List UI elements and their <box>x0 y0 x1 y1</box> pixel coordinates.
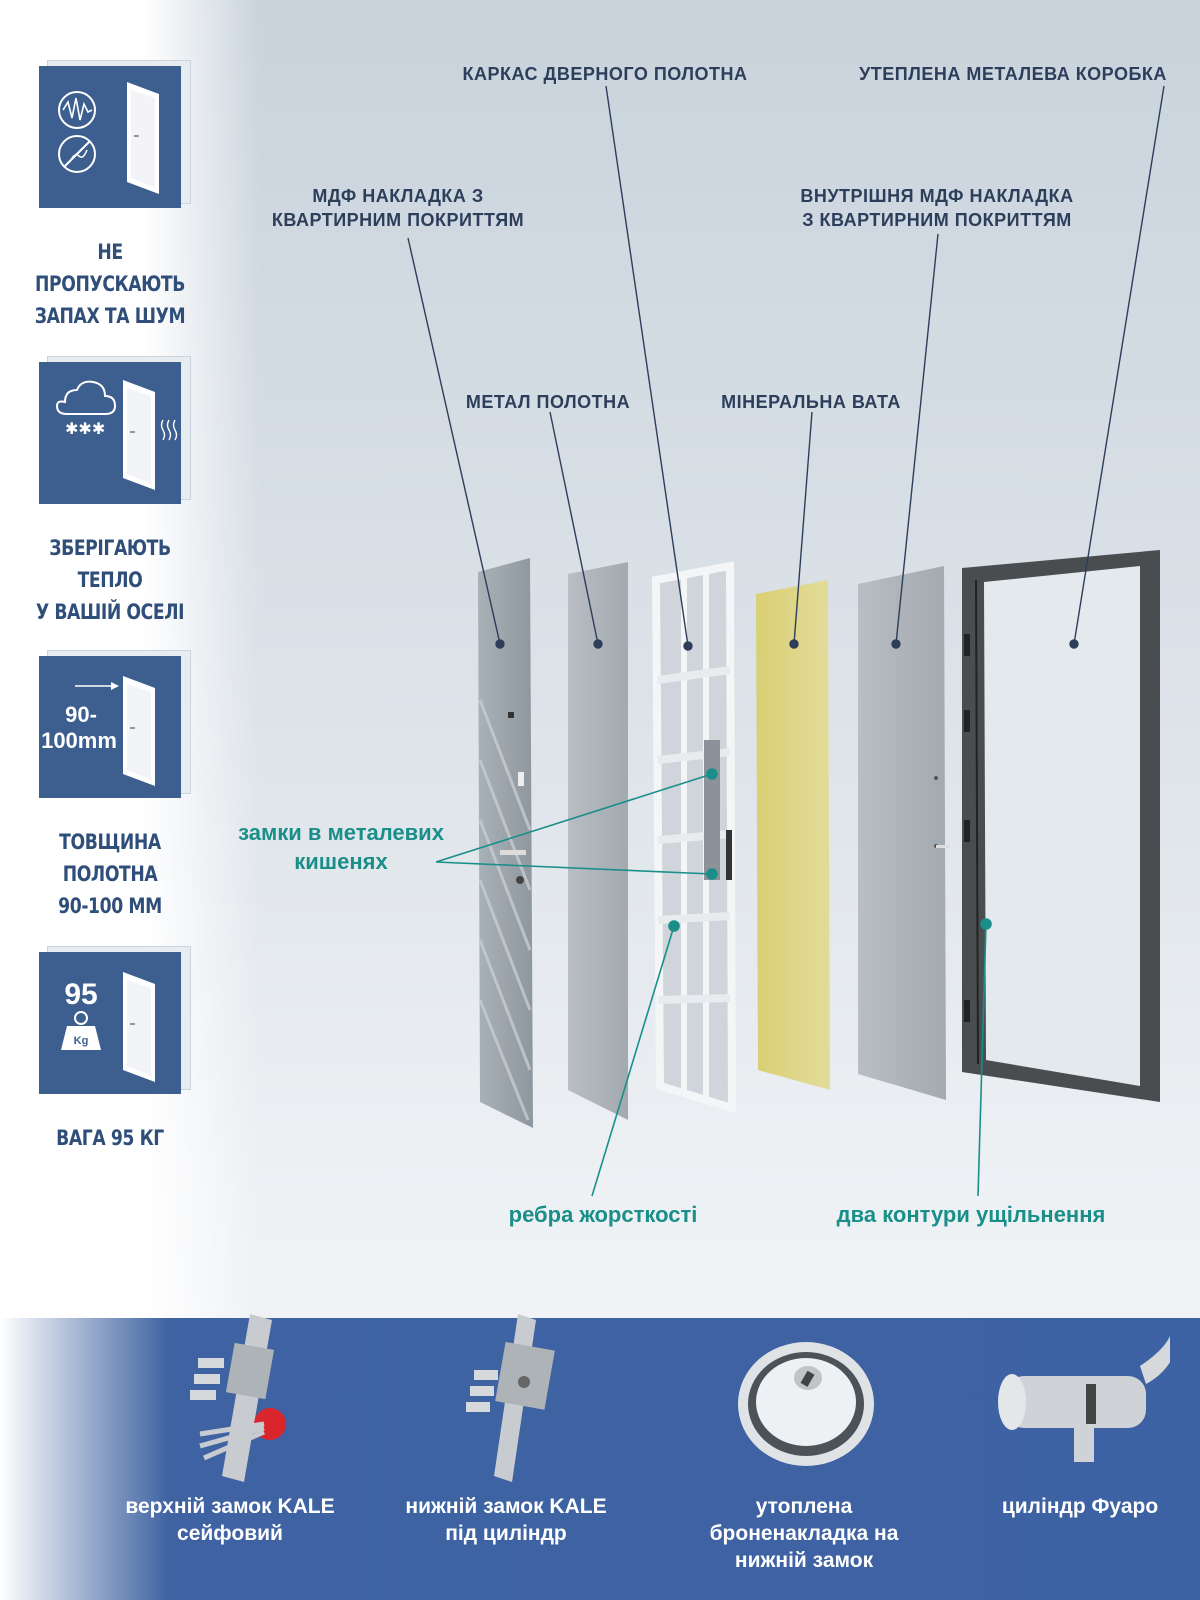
feature-caption-line2: У ВАШІЙ ОСЕЛІ <box>35 600 185 624</box>
label-mdf-inner-line2: З КВАРТИРНИМ ПОКРИТТЯМ <box>802 210 1072 230</box>
feature-warmth: ✱✱✱ ЗБЕРІГАЮТЬ ТЕПЛО У ВАШІЙ ОСЕЛІ <box>0 356 220 628</box>
callout-seals: два контури ущільнення <box>836 1202 1106 1227</box>
cylinder-icon <box>998 1336 1176 1462</box>
metal-panel <box>568 562 628 1120</box>
label-box: УТЕПЛЕНА МЕТАЛЕВА КОРОБКА <box>859 64 1167 84</box>
label-metal: МЕТАЛ ПОЛОТНА <box>465 392 631 412</box>
accessory-armor-plate: утоплена броненакладка на нижній замок <box>684 1306 924 1574</box>
upper-lock-icon <box>190 1314 286 1482</box>
insulated-metal-box <box>962 550 1160 1102</box>
label-mdf-outer-line1: МДФ НАКЛАДКА З <box>312 186 484 206</box>
weight-badge-unit: Kg <box>74 1035 89 1047</box>
noise-smell-icon <box>58 82 159 194</box>
weather-icon: ✱✱✱ <box>55 380 178 490</box>
label-mdf-outer-line2: КВАРТИРНИМ ПОКРИТТЯМ <box>271 210 525 230</box>
callout-locks-line1: замки в металевих <box>238 820 444 845</box>
thickness-badge-line2: 100mm <box>41 728 117 753</box>
feature-caption-line1: ЗБЕРІГАЮТЬ ТЕПЛО <box>49 536 171 592</box>
feature-caption-line2: ЗАПАХ ТА ШУМ <box>34 304 186 328</box>
feature-caption-line1: ВАГА 95 КГ <box>56 1126 164 1150</box>
upper-lock-line1: верхній замок KALE <box>125 1495 335 1518</box>
armor-plate-icon <box>738 1342 874 1466</box>
feature-noise: НЕ ПРОПУСКАЮТЬ ЗАПАХ ТА ШУМ <box>0 60 220 332</box>
feature-card: ✱✱✱ <box>39 356 191 504</box>
door-exploded-illustration <box>407 85 1165 1197</box>
armor-plate-line3: нижній замок <box>734 1549 874 1572</box>
feature-card: 90- 100mm <box>39 650 191 798</box>
thickness-icon: 90- 100mm <box>41 676 155 786</box>
callout-ribs: ребра жорсткості <box>508 1202 698 1227</box>
accessory-cylinder: циліндр Фуаро <box>960 1306 1200 1520</box>
door-frame-carcass <box>651 561 737 1114</box>
label-mdf-inner-line1: ВНУТРІШНЯ МДФ НАКЛАДКА <box>800 186 1074 206</box>
label-mdf-inner: ВНУТРІШНЯ МДФ НАКЛАДКА З КВАРТИРНИМ ПОКР… <box>770 184 1104 232</box>
label-frame: КАРКАС ДВЕРНОГО ПОЛОТНА <box>462 64 748 84</box>
thickness-badge-line1: 90- <box>65 702 97 727</box>
feature-card <box>39 60 191 208</box>
mdf-inner-panel <box>858 566 946 1100</box>
mdf-outer-panel <box>478 558 533 1128</box>
lower-lock-line1: нижній замок KALE <box>405 1495 607 1518</box>
weight-badge-value: 95 <box>64 978 97 1011</box>
feature-weight: 95 Kg ВАГА 95 КГ <box>0 946 220 1154</box>
lower-lock-line2: під циліндр <box>445 1522 567 1545</box>
feature-caption-line2: 90-100 ММ <box>58 894 162 918</box>
callout-locks: замки в металевих кишенях <box>216 818 466 876</box>
svg-text:✱✱✱: ✱✱✱ <box>65 419 105 438</box>
feature-caption-line1: НЕ ПРОПУСКАЮТЬ <box>35 240 185 296</box>
feature-thickness: 90- 100mm ТОВЩИНА ПОЛОТНА 90-100 ММ <box>0 650 220 922</box>
accessory-upper-lock: верхній замок KALE сейфовий <box>110 1306 350 1547</box>
accessory-lower-lock: нижній замок KALE під циліндр <box>386 1306 626 1547</box>
armor-plate-line1: утоплена <box>755 1495 853 1518</box>
cylinder-line1: циліндр Фуаро <box>1001 1495 1159 1518</box>
lower-lock-icon <box>466 1314 555 1482</box>
mineral-wool-panel <box>756 580 830 1090</box>
upper-lock-line2: сейфовий <box>177 1522 283 1545</box>
feature-caption-line1: ТОВЩИНА ПОЛОТНА <box>59 830 161 886</box>
weight-icon: 95 Kg <box>61 972 155 1082</box>
callout-locks-line2: кишенях <box>294 849 388 874</box>
armor-plate-line2: броненакладка на <box>709 1522 899 1545</box>
label-wool: МІНЕРАЛЬНА ВАТА <box>721 392 901 412</box>
label-mdf-outer: МДФ НАКЛАДКА З КВАРТИРНИМ ПОКРИТТЯМ <box>238 184 558 232</box>
feature-card: 95 Kg <box>39 946 191 1094</box>
